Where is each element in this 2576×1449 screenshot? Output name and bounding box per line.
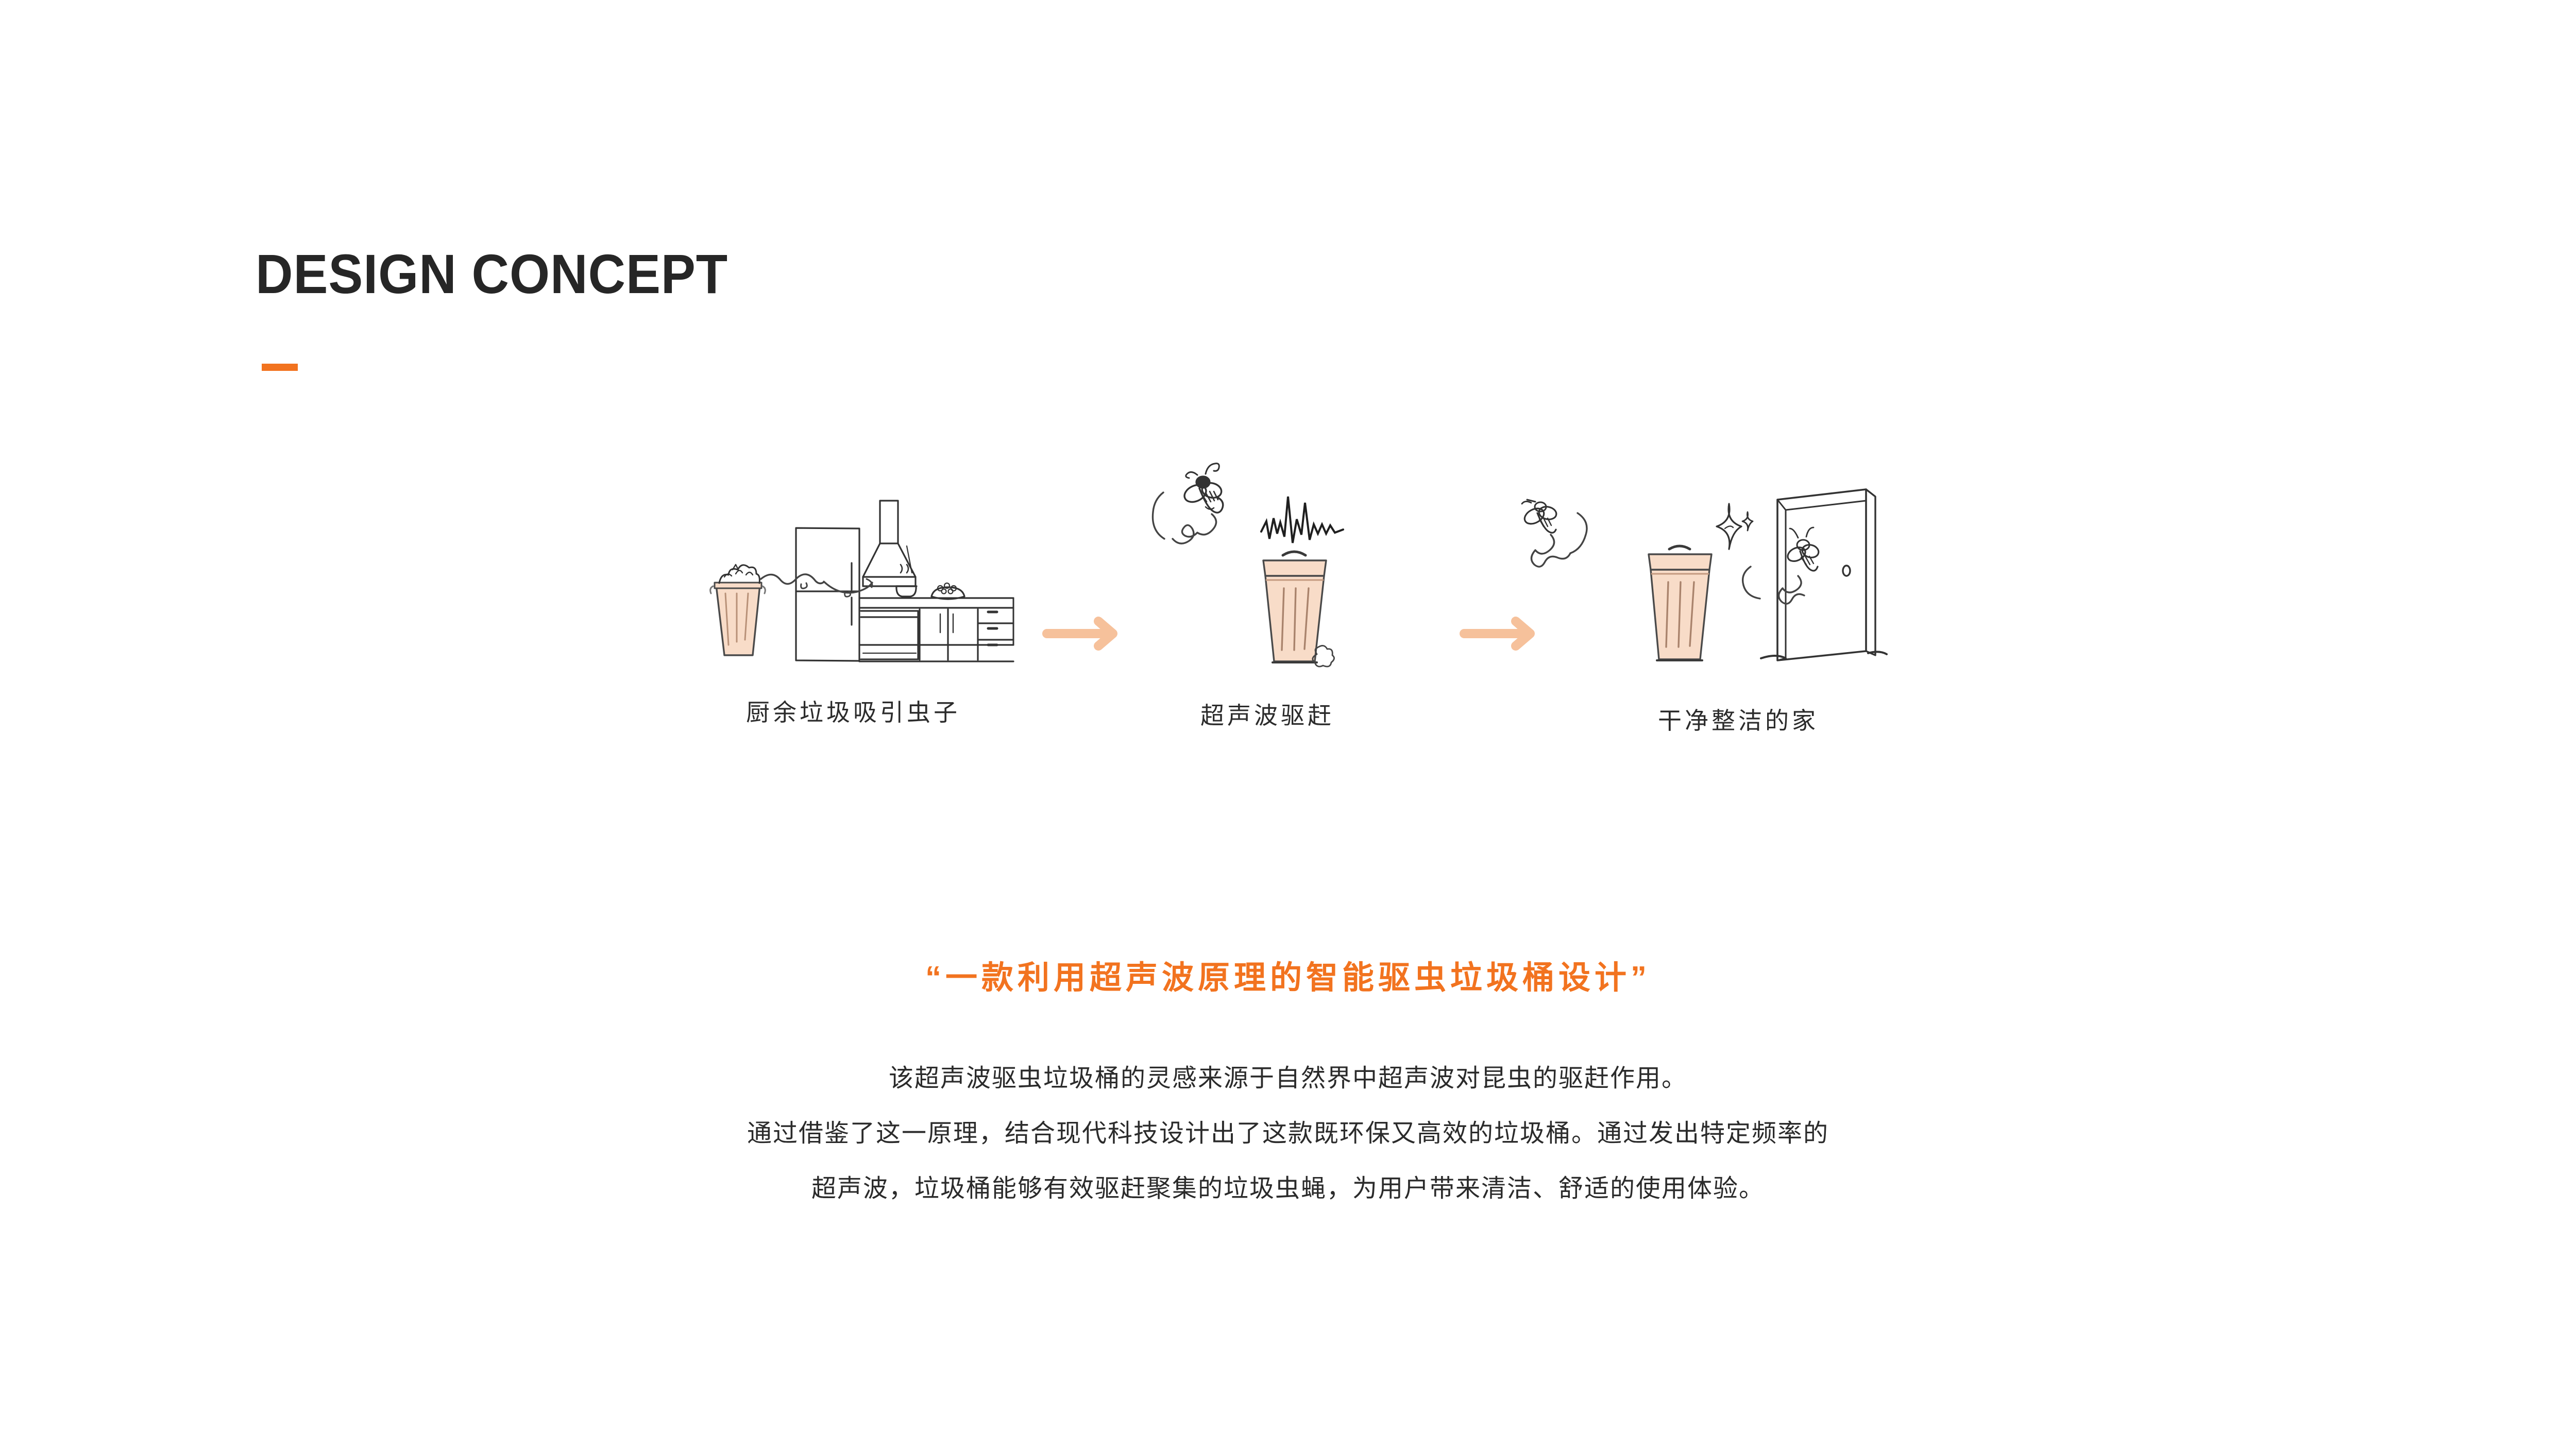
flow-arrow-1 (1042, 617, 1117, 651)
fly-and-ultrasonic-bin-illustration (1151, 463, 1344, 668)
process-step-3-caption: 干净整洁的家 (1658, 707, 1819, 734)
flow-arrow-2 (1460, 617, 1535, 651)
clean-trash-bin (1648, 544, 1713, 661)
kitchen-with-overflowing-trash-illustration (709, 500, 1014, 662)
title-accent-rule (262, 364, 298, 371)
process-step-1-caption: 厨余垃圾吸引虫子 (746, 699, 960, 726)
process-step-2-caption: 超声波驱赶 (1200, 702, 1334, 729)
trash-bin-overflowing (709, 564, 766, 656)
description-line: 通过借鉴了这一原理，结合现代科技设计出了这款既环保又高效的垃圾桶。通过发出特定频… (747, 1120, 1829, 1147)
fly-icon-left (1521, 499, 1557, 534)
ultrasonic-trash-bin (1262, 550, 1327, 663)
description-line: 该超声波驱虫垃圾桶的灵感来源于自然界中超声波对昆虫的驱赶作用。 (888, 1065, 1687, 1092)
concept-description: 该超声波驱虫垃圾桶的灵感来源于自然界中超声波对昆虫的驱赶作用。 通过借鉴了这一原… (0, 1051, 2576, 1216)
clean-home-with-bin-and-door-illustration (1521, 488, 1888, 661)
description-line: 超声波，垃圾桶能够有效驱赶聚集的垃圾虫蝇，为用户带来清洁、舒适的使用体验。 (811, 1175, 1765, 1202)
concept-statement: “一款利用超声波原理的智能驱虫垃圾桶设计” (925, 960, 1651, 996)
process-flow: 厨余垃圾吸引虫子 (685, 453, 1958, 778)
open-door (1760, 488, 1888, 661)
page-title: DESIGN CONCEPT (256, 243, 728, 305)
fly-icon-right (1787, 526, 1820, 572)
fly-icon (1183, 463, 1224, 514)
